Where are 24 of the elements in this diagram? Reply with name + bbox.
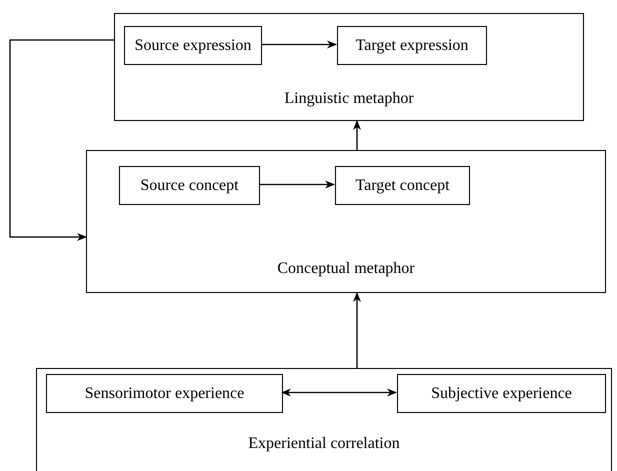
box-label: Source concept (140, 176, 239, 194)
concept-box (119, 166, 260, 205)
arrow (9, 39, 114, 241)
concept-box (337, 26, 487, 65)
group-box (36, 368, 612, 471)
box-label: Source expression (134, 36, 252, 54)
group-box (114, 13, 584, 121)
concept-box (335, 166, 470, 205)
concept-box (124, 26, 262, 65)
arrow (259, 180, 335, 188)
concept-box (46, 374, 283, 413)
group-label: Conceptual metaphor (276, 260, 416, 278)
group-label: Linguistic metaphor (283, 90, 415, 108)
group-box (86, 150, 606, 293)
box-label: Subjective experience (431, 384, 572, 402)
arrow (353, 120, 361, 150)
arrow (353, 292, 361, 368)
box-label: Target expression (356, 36, 468, 54)
concept-box (397, 374, 606, 413)
arrow (261, 40, 337, 48)
box-label: Target concept (355, 176, 450, 194)
box-label: Sensorimotor experience (84, 384, 244, 402)
arrow (281, 388, 397, 396)
group-label: Experiential correlation (247, 435, 401, 453)
